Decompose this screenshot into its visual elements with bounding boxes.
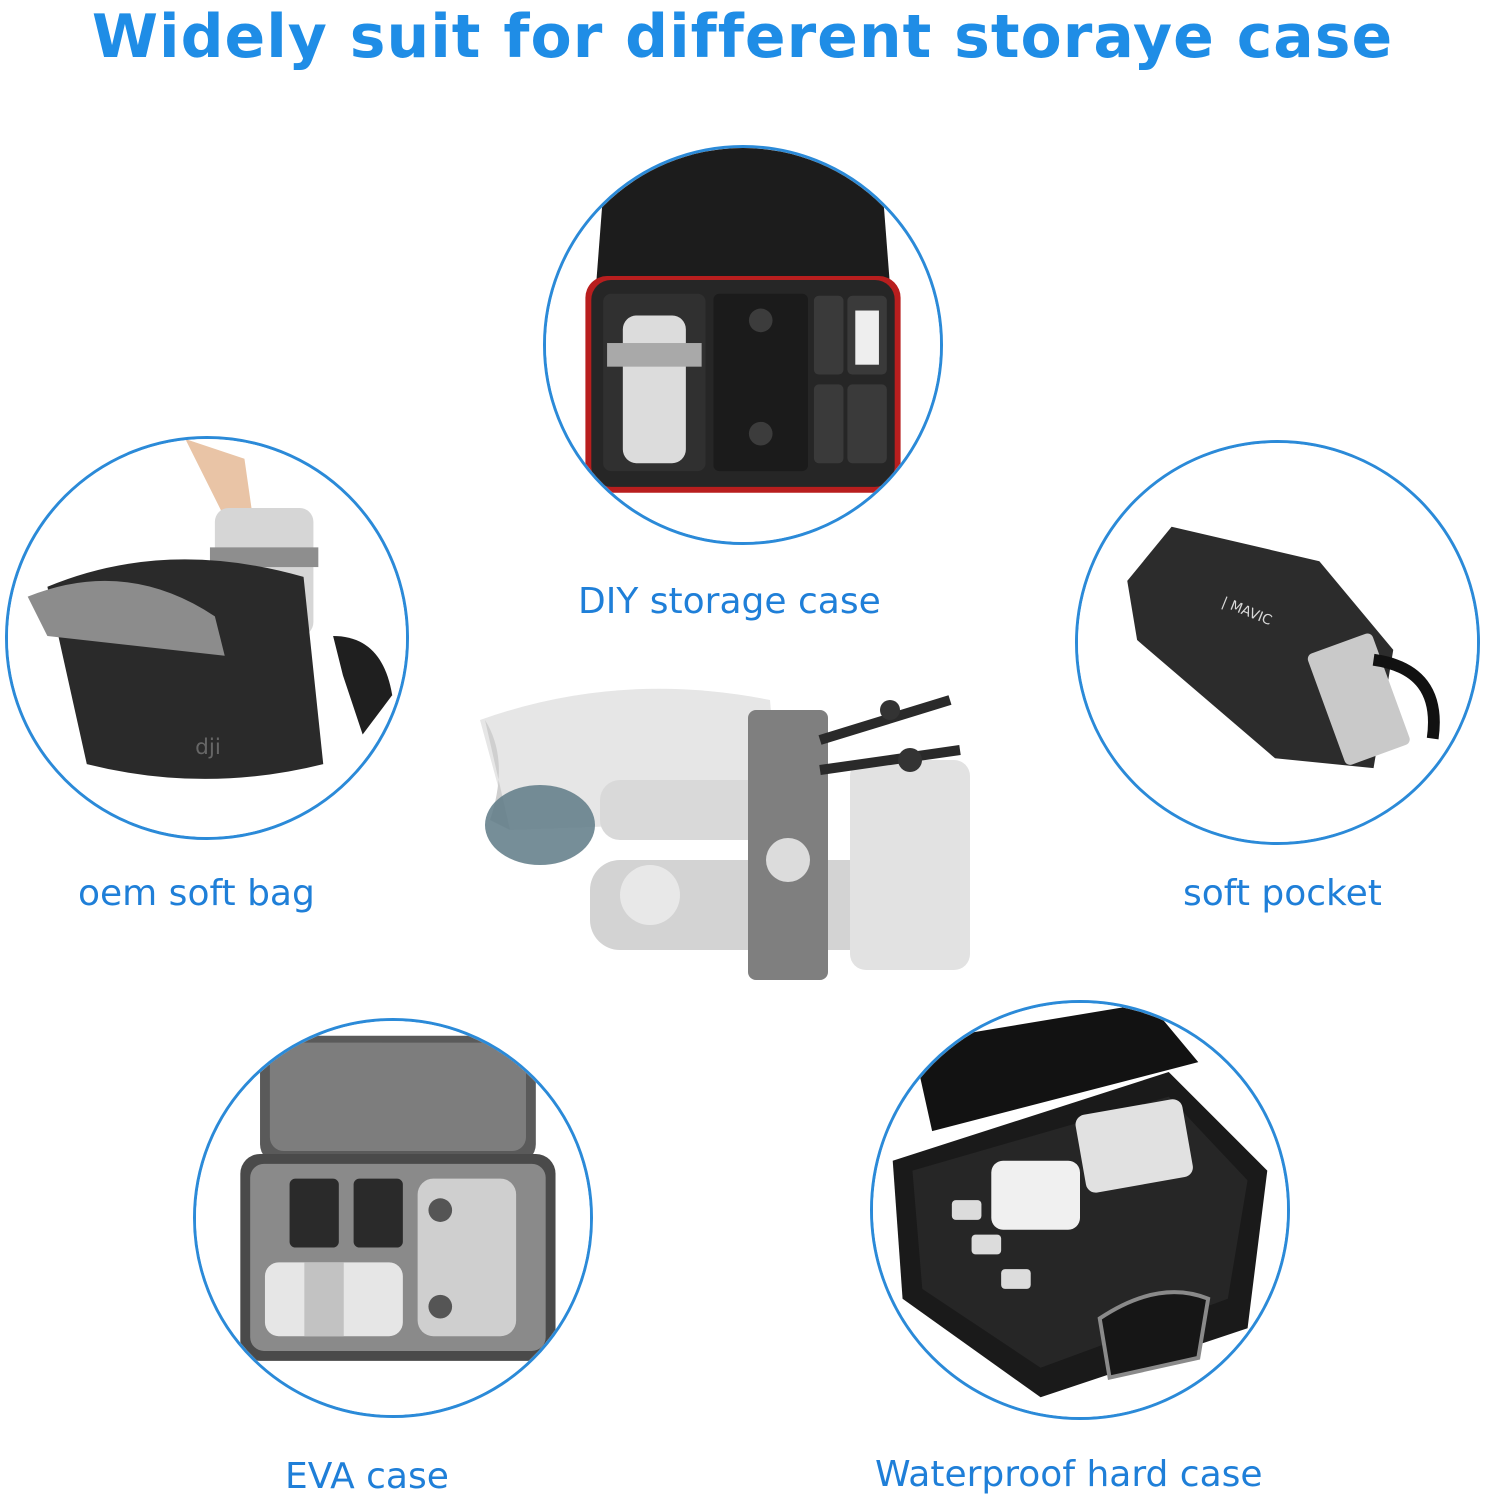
waterproof-case-icon xyxy=(873,1003,1287,1417)
waterproof-case-photo xyxy=(870,1000,1290,1420)
eva-case-photo xyxy=(193,1018,593,1418)
caption-soft-pocket: soft pocket xyxy=(1183,873,1382,914)
caption-oem-soft-bag: oem soft bag xyxy=(78,873,315,914)
eva-case-icon xyxy=(196,1021,590,1415)
caption-waterproof-hard-case: Waterproof hard case xyxy=(875,1454,1263,1495)
caption-eva-case: EVA case xyxy=(285,1456,449,1497)
oem-bag-photo: dji xyxy=(5,436,409,840)
drawstring-pouch-icon: | MAVIC xyxy=(1078,443,1477,842)
soft-pocket-photo: | MAVIC xyxy=(1075,440,1480,845)
page-title: Widely suit for different storaye case xyxy=(91,2,1394,72)
folded-drone-icon xyxy=(480,688,970,980)
svg-text:dji: dji xyxy=(195,735,221,760)
caption-diy-storage-case: DIY storage case xyxy=(578,581,881,622)
shoulder-bag-icon: dji xyxy=(8,439,406,837)
hard-shell-case-icon xyxy=(546,148,940,542)
diy-case-photo xyxy=(543,145,943,545)
